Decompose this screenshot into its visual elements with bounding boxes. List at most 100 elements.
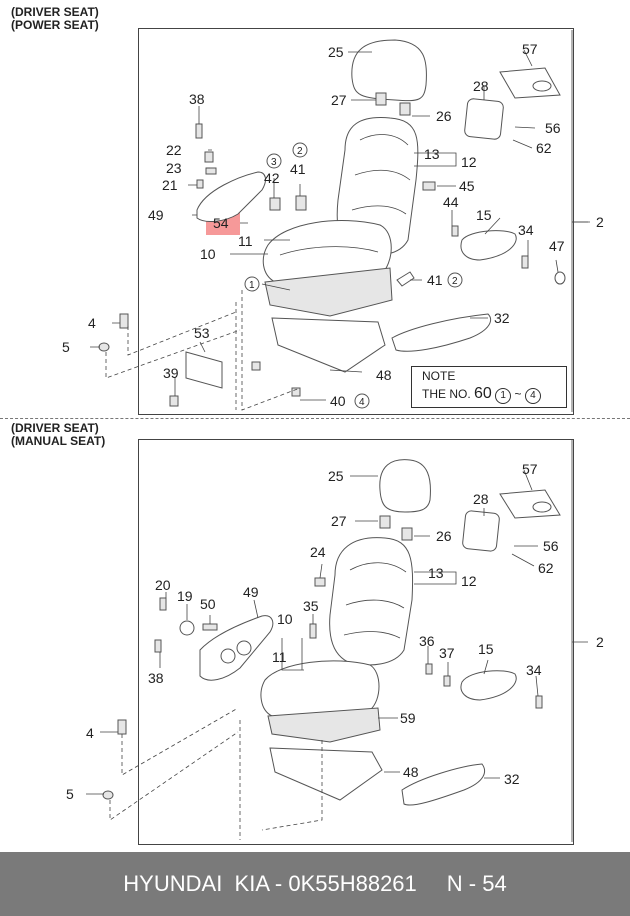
bolt-34-bottom (535, 695, 543, 709)
label-56: 56 (545, 120, 561, 136)
label-35: 35 (303, 598, 319, 614)
label-48: 48 (376, 367, 392, 383)
footer-bar: HYUNDAI KIA - 0K55H88261 N - 54 (0, 852, 630, 916)
knob-round-a (220, 648, 236, 664)
label-11b: 11 (272, 649, 287, 665)
label-circle-1: 1 (249, 280, 255, 291)
knob-22 (204, 151, 214, 163)
power-seat-adjuster (264, 267, 393, 317)
side-cover-32-bottom (401, 763, 486, 806)
note-title: NOTE (422, 369, 456, 383)
back-board-28 (464, 98, 504, 140)
label-32: 32 (494, 310, 510, 326)
label-5: 5 (62, 339, 70, 355)
bolt-4-bottom (117, 719, 127, 735)
label-circle-2: 2 (297, 146, 303, 157)
section-separator (0, 418, 630, 419)
label-15: 15 (476, 207, 492, 223)
label-10b: 10 (277, 611, 293, 627)
label-36: 36 (419, 633, 435, 649)
cap-47 (554, 271, 566, 285)
bolt-4 (119, 313, 129, 329)
armrest-15-bottom (460, 670, 517, 701)
label-20: 20 (155, 577, 171, 593)
label-25b: 25 (328, 468, 344, 484)
circle-2 (292, 142, 308, 158)
footer-brand: HYUNDAI KIA - 0K55H88261 (123, 871, 417, 896)
label-4: 4 (88, 315, 96, 331)
label-49: 49 (148, 207, 164, 223)
label-41b: 41 (427, 272, 443, 288)
label-38b: 38 (148, 670, 164, 686)
note-tilde: ~ (514, 387, 522, 401)
bolt-39 (169, 395, 179, 407)
label-47: 47 (549, 238, 565, 254)
side-cover-32 (391, 313, 492, 352)
seat-back-bottom (329, 537, 414, 666)
note-box: NOTE THE NO. 60 1 ~ 4 (411, 366, 567, 408)
label-circle-4: 4 (359, 397, 365, 408)
label-57: 57 (522, 41, 538, 57)
label-22: 22 (166, 142, 182, 158)
leader-lines (90, 30, 588, 412)
side-shield-49 (196, 171, 266, 222)
seat-track-59 (267, 707, 381, 743)
label-37: 37 (439, 645, 455, 661)
parts-diagram: 25 27 26 57 28 56 62 38 22 23 21 49 54 3… (62, 30, 604, 842)
note-prefix: THE NO. (422, 387, 471, 401)
label-10: 10 (200, 246, 216, 262)
knob-19 (179, 620, 195, 636)
label-41: 41 (290, 161, 306, 177)
label-26b: 26 (436, 528, 452, 544)
switch-42 (269, 197, 281, 211)
pin-50 (202, 623, 218, 631)
note-range-to: 4 (524, 388, 541, 404)
label-24: 24 (310, 544, 326, 560)
label-34: 34 (518, 222, 534, 238)
section-title-line2: (MANUAL SEAT) (11, 434, 106, 448)
label-39: 39 (163, 365, 179, 381)
headrest-bottom (379, 459, 431, 513)
diagram-frame-power (138, 28, 574, 415)
label-13: 13 (424, 146, 440, 162)
label-12b: 12 (461, 573, 477, 589)
label-48b: 48 (403, 764, 419, 780)
bolt-44 (451, 225, 459, 237)
bolt-38-bottom (154, 639, 162, 653)
bolt-35 (309, 623, 317, 639)
label-2b: 2 (596, 634, 604, 650)
back-board-28-bottom (462, 510, 500, 552)
nut-5-bottom (102, 790, 114, 800)
bolt-45 (422, 181, 436, 191)
label-11: 11 (238, 233, 253, 249)
bolt-36 (425, 663, 433, 675)
knob-21 (196, 179, 204, 189)
label-27: 27 (331, 92, 347, 108)
label-5b: 5 (66, 786, 74, 802)
bolt-20 (159, 597, 167, 611)
label-49b: 49 (243, 584, 259, 600)
label-40: 40 (330, 393, 346, 409)
note-body: THE NO. 60 1 ~ 4 (422, 385, 541, 404)
label-25: 25 (328, 44, 344, 60)
footer-page: N - 54 (446, 871, 507, 896)
label-28b: 28 (473, 491, 489, 507)
label-19: 19 (177, 588, 193, 604)
label-53: 53 (194, 325, 210, 341)
headrest (351, 39, 427, 102)
tray-57-bottom (499, 489, 561, 519)
label-15b: 15 (478, 641, 494, 657)
tray-57 (499, 67, 561, 99)
label-26: 26 (436, 108, 452, 124)
leader-lines-bottom (86, 440, 588, 842)
label-50: 50 (200, 596, 216, 612)
headrest-guide-right (399, 102, 411, 116)
lever-41 (396, 271, 415, 287)
clip-24 (314, 577, 326, 587)
label-23: 23 (166, 160, 182, 176)
circle-2b (447, 272, 463, 288)
seat-riser-48 (271, 317, 386, 373)
seat-back-stitching-bottom (343, 562, 407, 639)
label-circle-2b: 2 (452, 276, 458, 287)
cup-holder (532, 80, 552, 92)
